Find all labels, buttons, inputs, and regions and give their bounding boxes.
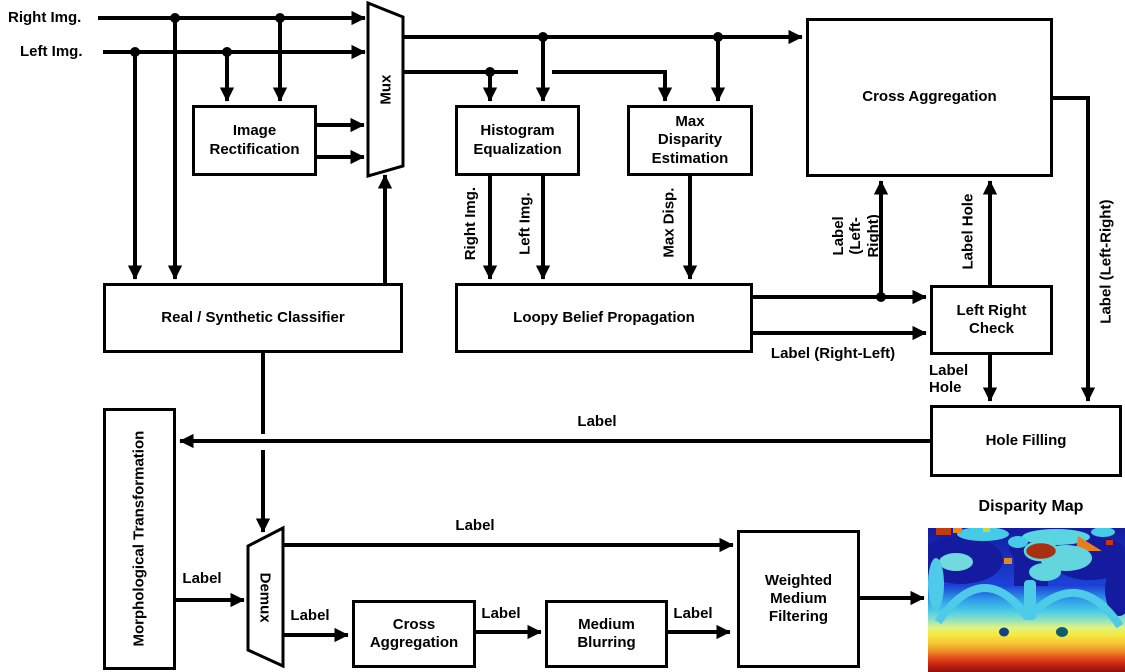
junction-dot bbox=[876, 292, 886, 302]
edge-label-right-left: Label (Right-Left) bbox=[770, 345, 896, 362]
block-image-rectification: Image Rectification bbox=[192, 105, 317, 176]
block-medium-blurring: Medium Blurring bbox=[545, 600, 668, 668]
block-hole-filling: Hole Filling bbox=[930, 405, 1122, 477]
input-label-right-img: Right Img. bbox=[8, 9, 82, 26]
edge-label-hole-down: Label Hole bbox=[929, 362, 969, 397]
mux-shape bbox=[366, 0, 405, 178]
block-real-synthetic-classifier: Real / Synthetic Classifier bbox=[103, 283, 403, 353]
block-loopy-belief-propagation: Loopy Belief Propagation bbox=[455, 283, 753, 353]
junction-dots bbox=[130, 13, 886, 302]
block-max-disparity-estimation: Max Disparity Estimation bbox=[627, 105, 753, 176]
disparity-map-title: Disparity Map bbox=[978, 498, 1084, 515]
junction-dot bbox=[222, 47, 232, 57]
input-label-left-img: Left Img. bbox=[20, 43, 83, 60]
block-weighted-medium-filtering: Weighted Medium Filtering bbox=[737, 530, 860, 668]
block-morphological-transformation bbox=[103, 408, 176, 670]
edge-label-demux-to-crossagg: Label bbox=[290, 607, 330, 624]
edge-label-blurring-to-weighted: Label bbox=[673, 605, 713, 622]
block-cross-aggregation-bottom: Cross Aggregation bbox=[352, 600, 476, 668]
junction-dot bbox=[485, 67, 495, 77]
wire-crossagg-to-holefilling bbox=[1053, 96, 1096, 402]
edge-label-morph-to-demux: Label bbox=[182, 570, 222, 587]
edge-label-crossagg-to-blurring: Label bbox=[481, 605, 521, 622]
junction-dot bbox=[275, 13, 285, 23]
block-cross-aggregation-top: Cross Aggregation bbox=[806, 18, 1053, 177]
edge-label-demux-to-weighted: Label bbox=[455, 517, 495, 534]
block-left-right-check: Left Right Check bbox=[930, 285, 1053, 355]
edge-label-to-morphological: Label bbox=[577, 413, 617, 430]
junction-dot bbox=[538, 32, 548, 42]
block-histogram-equalization: Histogram Equalization bbox=[455, 105, 580, 176]
junction-dot bbox=[170, 13, 180, 23]
disparity-map-image bbox=[928, 528, 1125, 672]
junction-dot bbox=[713, 32, 723, 42]
junction-dot bbox=[130, 47, 140, 57]
wire-mux-out2-to-maxdisp bbox=[403, 70, 665, 101]
